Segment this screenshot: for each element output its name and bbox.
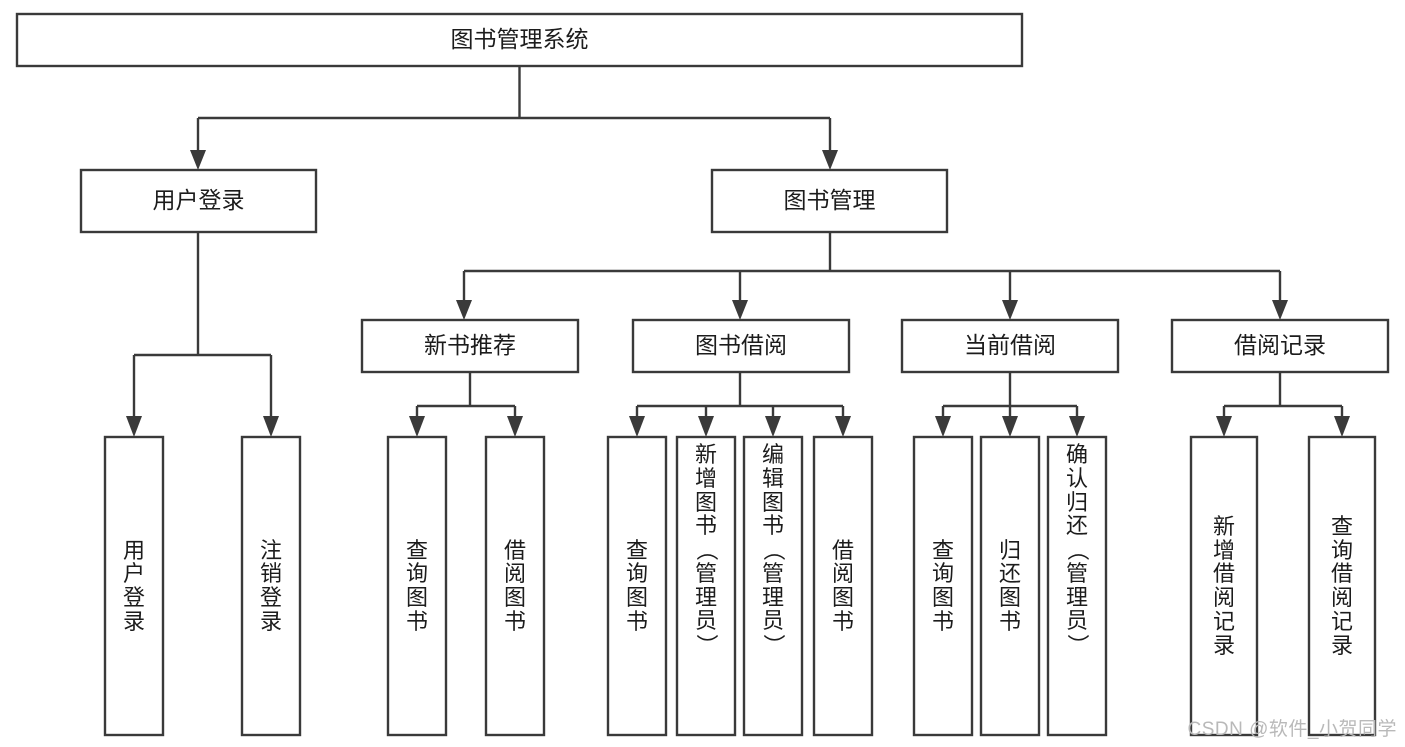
arrowhead-ul-leaf2 [263,416,279,437]
arrowhead-current-borrow [1002,300,1018,320]
connector-group-current-borrow-leaves [935,372,1085,437]
node-root-system-label: 图书管理系统 [451,26,589,52]
arrowhead-bb-leaf1 [629,416,645,437]
node-current-borrow-label: 当前借阅 [964,332,1056,358]
node-user-login-label: 用户登录 [153,187,245,213]
leaf-box-book-borrow-3[interactable] [742,435,804,737]
node-borrow-record-box[interactable] [1170,318,1390,374]
leaf-box-user-login-1[interactable] [103,435,165,737]
arrowhead-ul-leaf1 [126,416,142,437]
arrowhead-br-leaf2 [1334,416,1350,437]
arrowhead-bb-leaf4 [835,416,851,437]
leaf-box-borrow-record-2[interactable] [1307,435,1377,737]
node-root-system-box[interactable] [15,12,1024,68]
leaf-box-user-login-2[interactable] [240,435,302,737]
leaf-box-borrow-record-1[interactable] [1189,435,1259,737]
node-book-borrow-box[interactable] [631,318,851,374]
node-current-borrow-box[interactable] [900,318,1120,374]
arrowhead-nb-leaf1 [409,416,425,437]
connector-group-borrow-record-leaves [1216,372,1350,437]
connector-group-book-borrow-leaves [629,372,851,437]
arrowhead-cb-leaf2 [1002,416,1018,437]
leaf-box-book-borrow-1[interactable] [606,435,668,737]
node-user-login[interactable]: 用户登录 [79,168,318,234]
node-book-borrow[interactable]: 图书借阅 [631,318,851,374]
arrowhead-book-manage [822,150,838,170]
arrowhead-br-leaf1 [1216,416,1232,437]
arrowhead-bb-leaf3 [765,416,781,437]
node-borrow-record-label: 借阅记录 [1234,332,1326,358]
leaf-box-current-borrow-3[interactable] [1046,435,1108,737]
node-book-manage-box[interactable] [710,168,949,234]
leaf-box-book-borrow-2[interactable] [675,435,737,737]
node-new-book-recommend-box[interactable] [360,318,580,374]
arrowhead-new-book [456,300,472,320]
arrowhead-nb-leaf2 [507,416,523,437]
arrowhead-user-login [190,150,206,170]
arrowhead-borrow-record [1272,300,1288,320]
leaf-box-new-book-1[interactable] [386,435,448,737]
connector-group-root-to-level2 [190,66,838,170]
leaf-box-current-borrow-2[interactable] [979,435,1041,737]
arrowhead-cb-leaf1 [935,416,951,437]
node-root-system[interactable]: 图书管理系统 [15,12,1024,68]
leaf-box-current-borrow-1[interactable] [912,435,974,737]
node-new-book-recommend[interactable]: 新书推荐 [360,318,580,374]
node-borrow-record[interactable]: 借阅记录 [1170,318,1390,374]
node-current-borrow[interactable]: 当前借阅 [900,318,1120,374]
connector-group-user-login-leaves [126,232,279,437]
node-book-manage-label: 图书管理 [784,187,876,213]
connector-group-book-manage-to-level3 [456,232,1288,320]
leaf-box-book-borrow-4[interactable] [812,435,874,737]
arrowhead-bb-leaf2 [698,416,714,437]
node-book-manage[interactable]: 图书管理 [710,168,949,234]
node-new-book-recommend-label: 新书推荐 [424,332,516,358]
arrowhead-book-borrow [732,300,748,320]
leaf-box-new-book-2[interactable] [484,435,546,737]
connector-group-new-book-leaves [409,372,523,437]
node-user-login-box[interactable] [79,168,318,234]
arrowhead-cb-leaf3 [1069,416,1085,437]
node-book-borrow-label: 图书借阅 [695,332,787,358]
